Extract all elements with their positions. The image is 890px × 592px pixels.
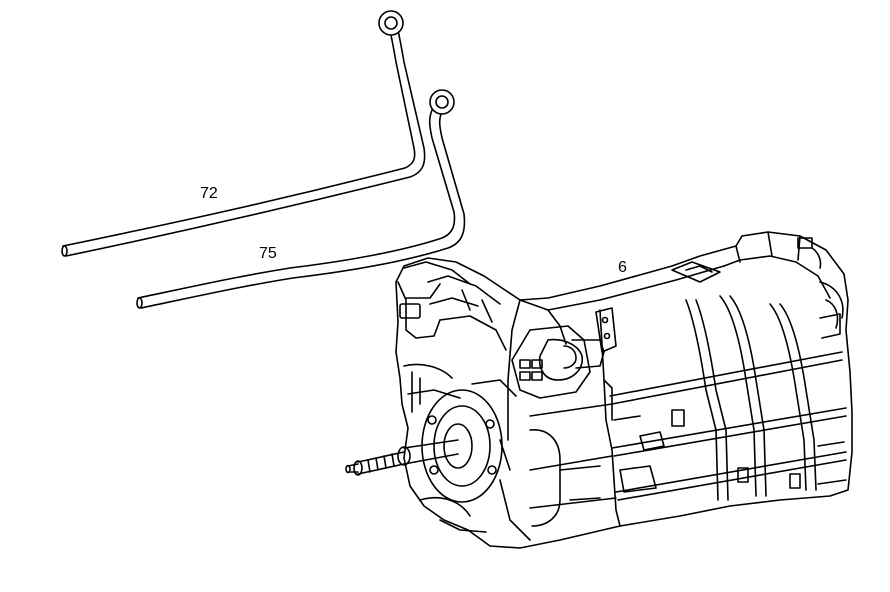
callout-6: 6 — [618, 259, 627, 276]
upper-vent-line — [61, 10, 426, 257]
callout-75: 75 — [259, 245, 277, 262]
callout-72: 72 — [200, 185, 218, 202]
input-shaft — [345, 389, 503, 503]
lower-vent-line — [136, 89, 466, 309]
transmission-housing — [345, 231, 853, 549]
